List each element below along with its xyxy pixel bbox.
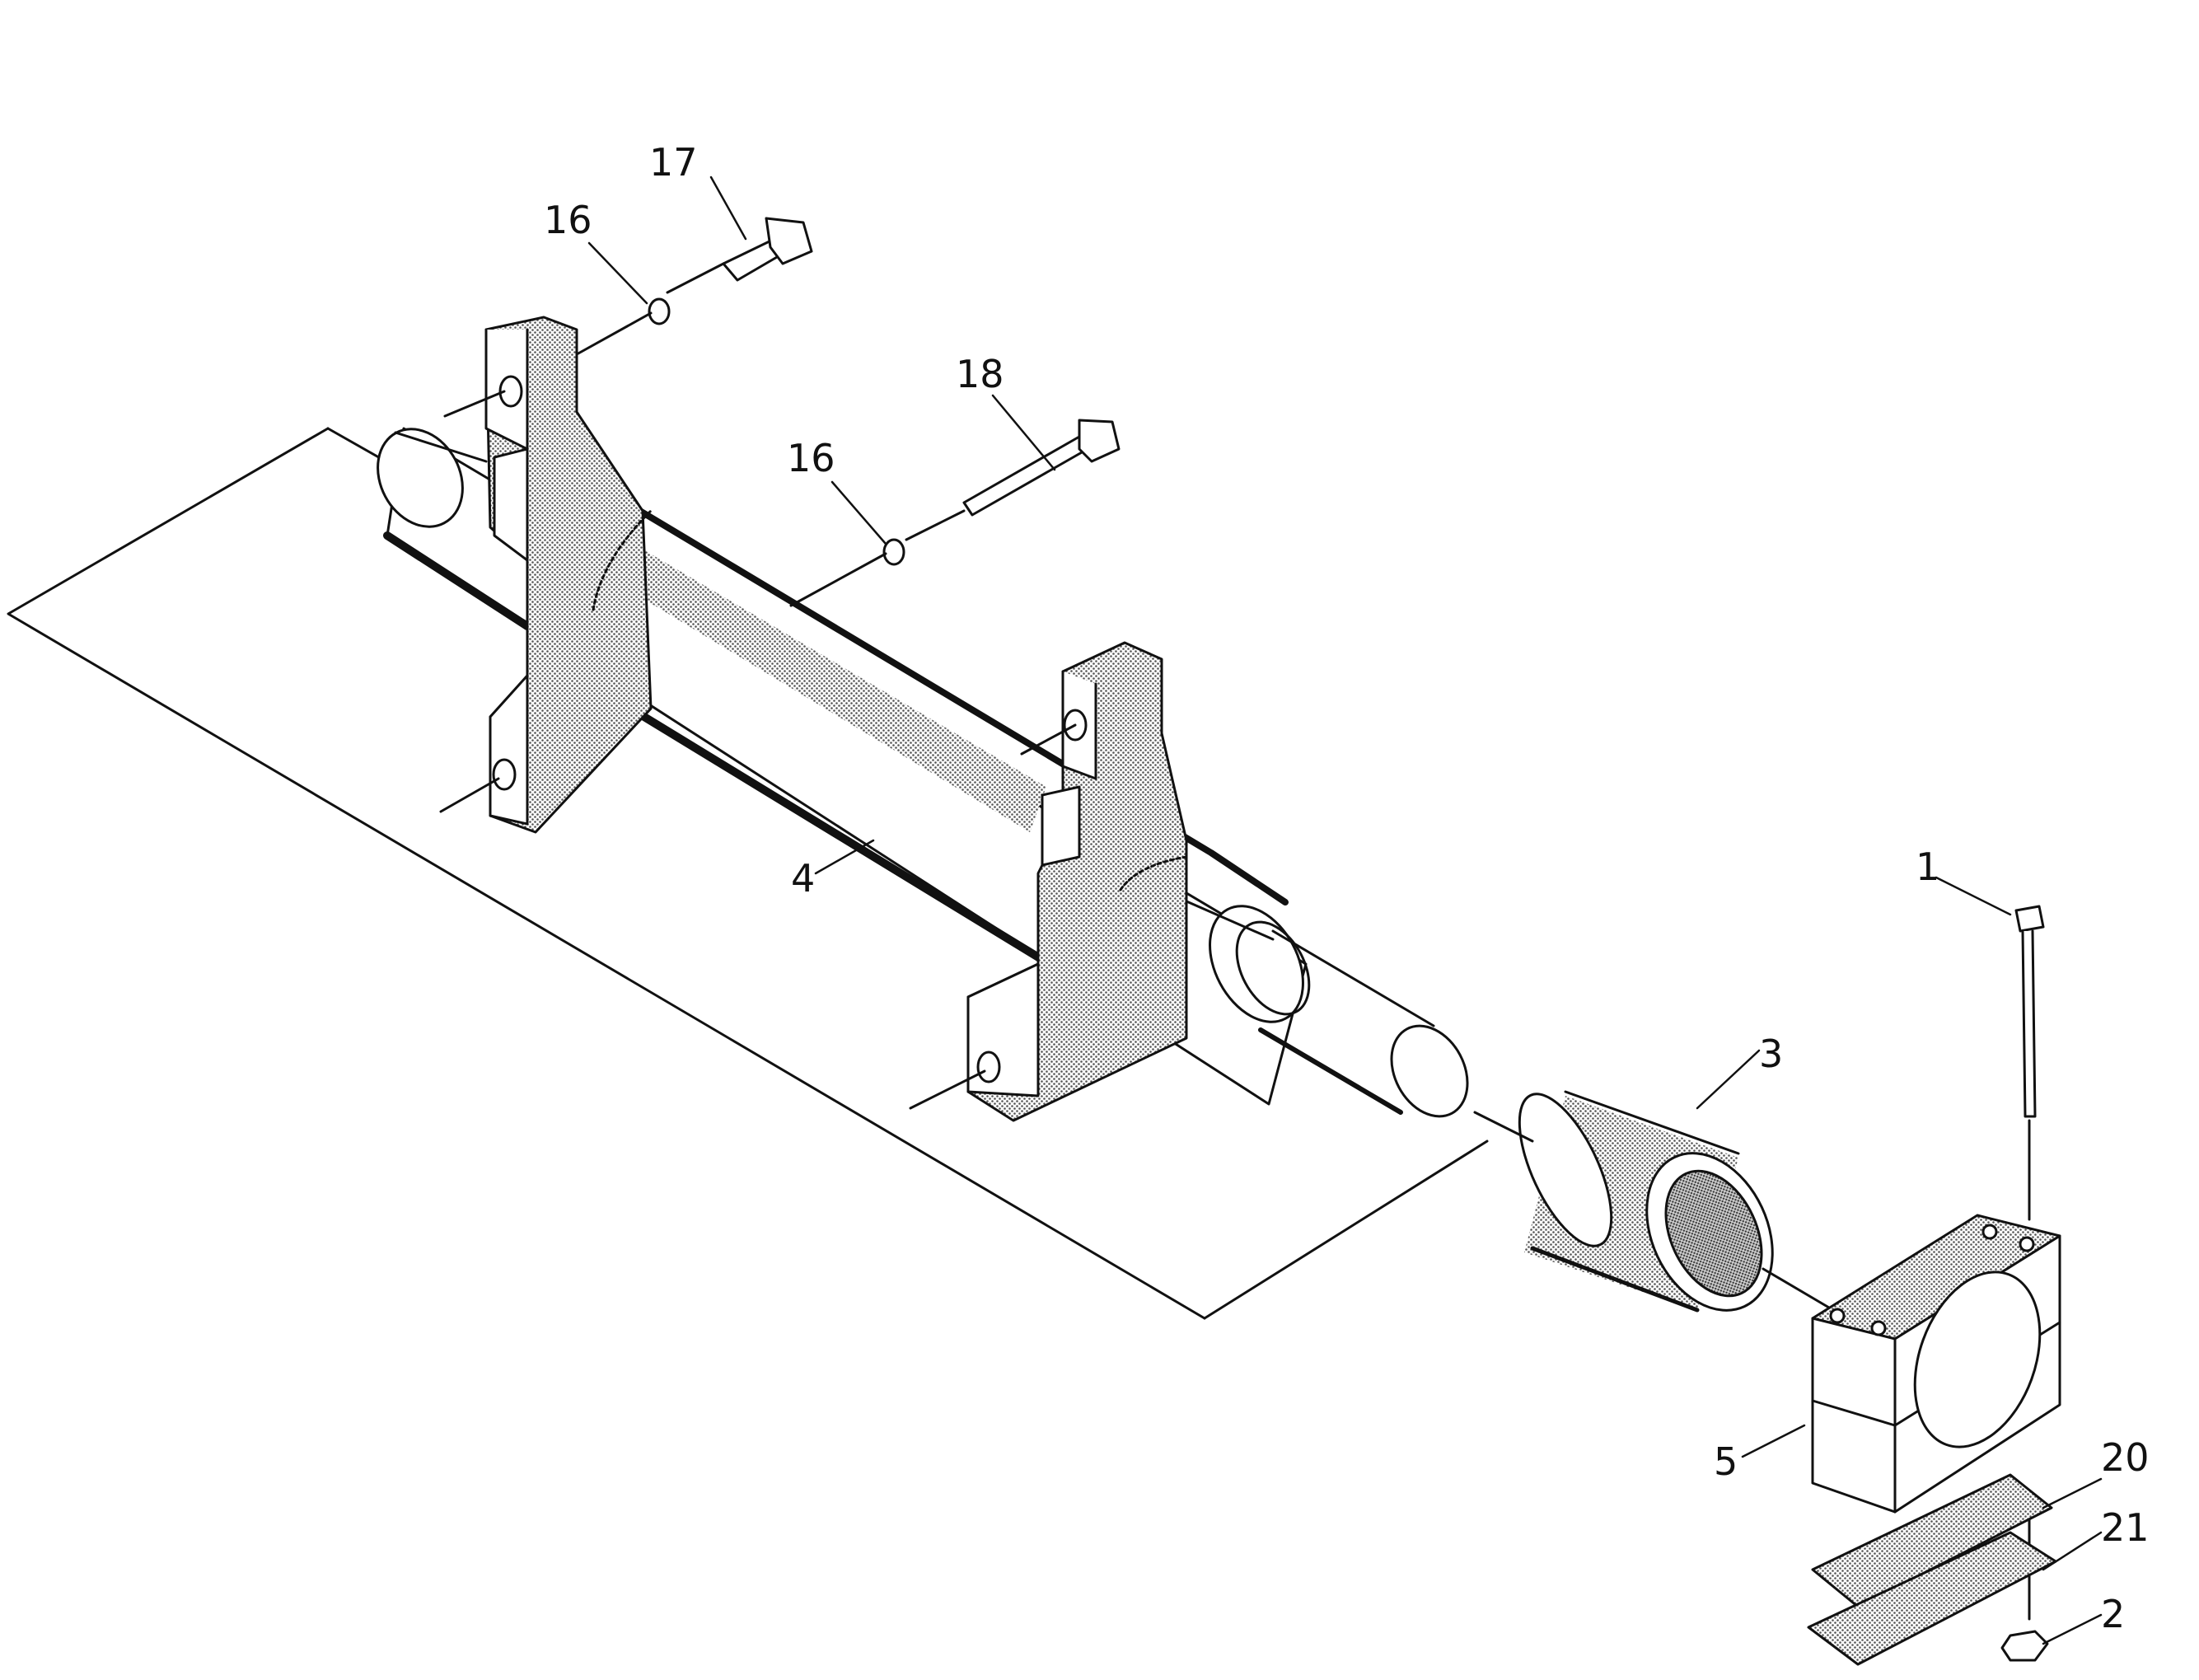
- callout-3: 3: [1759, 1032, 1783, 1076]
- callout-18: 18: [956, 352, 1004, 396]
- pillow-block-5: [1811, 1214, 2061, 1514]
- nut-2: [2000, 1630, 2049, 1662]
- callout-16-lower: 16: [787, 436, 835, 480]
- callout-5: 5: [1714, 1439, 1738, 1484]
- bushing-3: [1473, 1090, 1835, 1313]
- callout-labels: 17 16 18 16 4 1 3 5 20 21 2: [544, 140, 2150, 1636]
- shim-20: [1811, 1473, 2053, 1608]
- callout-1: 1: [1916, 845, 1939, 889]
- washer-16-lower: [882, 538, 905, 566]
- callout-2: 2: [2101, 1592, 2125, 1636]
- right-bracket: [909, 641, 1188, 1122]
- bolt-18: [905, 419, 1121, 541]
- base-plane-edge-right: [1203, 1139, 1489, 1320]
- callout-4: 4: [791, 856, 815, 901]
- base-plane: [7, 427, 1206, 1320]
- bolt-17: [666, 217, 813, 294]
- callout-21: 21: [2101, 1505, 2150, 1550]
- left-bracket: [439, 316, 653, 834]
- leader-lines: [587, 175, 2103, 1645]
- callout-16-upper: 16: [544, 198, 592, 242]
- callout-17: 17: [649, 140, 698, 185]
- washer-16-upper: [648, 297, 671, 325]
- callout-20: 20: [2101, 1435, 2150, 1480]
